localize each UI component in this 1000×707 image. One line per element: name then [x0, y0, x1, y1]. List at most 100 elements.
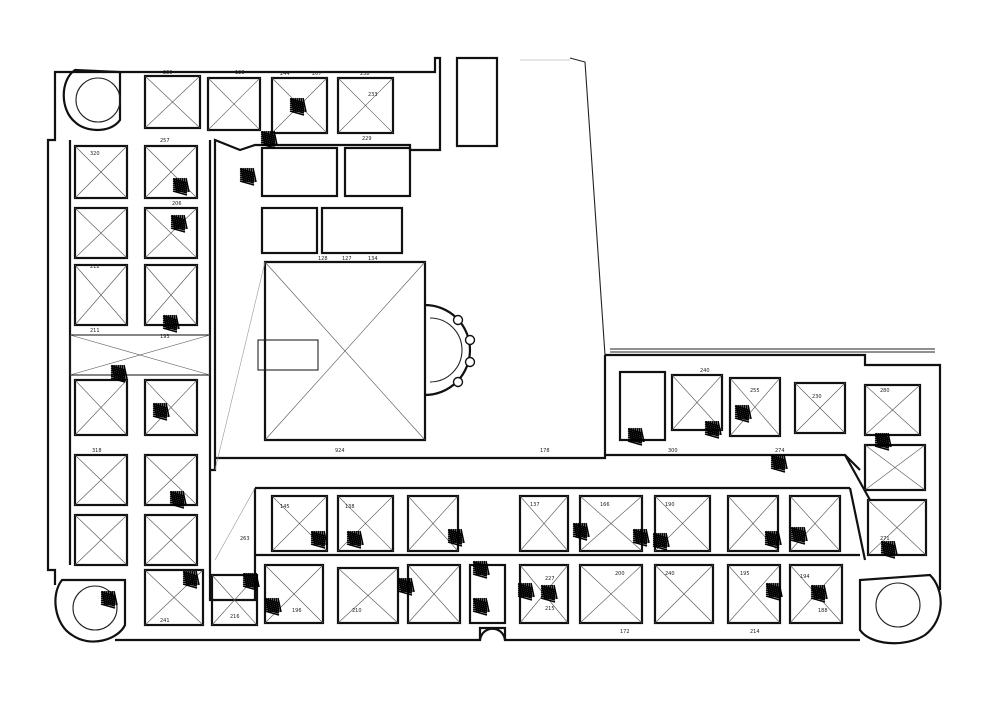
- hatch-mark: [110, 364, 128, 383]
- room-label: 200: [615, 571, 625, 577]
- room-south-upper-3: [406, 494, 460, 553]
- room-south-upper-1: [270, 494, 329, 553]
- room-label: 215: [545, 606, 555, 612]
- room-south-lower-7: [653, 563, 715, 625]
- room-east-3: [728, 376, 782, 438]
- room-north-3: [270, 76, 329, 135]
- annex-north: [455, 56, 499, 148]
- hatch-mark: [162, 314, 180, 333]
- column: [452, 376, 464, 388]
- hatch-mark: [517, 582, 535, 601]
- hatch-mark: [472, 597, 490, 616]
- hatch-mark: [447, 528, 465, 547]
- room-east-5: [863, 383, 922, 437]
- hatch-mark: [182, 570, 200, 589]
- room-label: 194: [800, 574, 810, 580]
- room-label: 193: [160, 334, 170, 340]
- hatch-mark: [472, 560, 490, 579]
- room-west-8: [143, 378, 199, 437]
- room-label: 280: [880, 388, 890, 394]
- room-east-1: [618, 370, 667, 442]
- room-west-2: [143, 144, 199, 200]
- room-label: 137: [530, 502, 540, 508]
- room-west-5: [73, 263, 129, 327]
- room-label: 263: [240, 536, 250, 542]
- room-label: 145: [280, 504, 290, 510]
- room-north-4: [336, 76, 395, 135]
- tower-south-west: [54, 578, 127, 643]
- east-corner-corridor: [844, 454, 871, 561]
- room-label: 178: [540, 448, 550, 454]
- south-entrance-arch: [478, 627, 507, 641]
- hatch-mark: [152, 402, 170, 421]
- room-label: 166: [600, 502, 610, 508]
- room-south-lower-9: [788, 563, 844, 625]
- room-east-2: [670, 373, 724, 432]
- room-south-upper-7: [726, 494, 780, 553]
- south-wing-rooms: [210, 494, 942, 645]
- hatch-mark: [765, 582, 783, 601]
- room-west-11: [73, 513, 129, 567]
- room-east-6: [863, 443, 927, 492]
- hatch-mark: [172, 177, 190, 196]
- west-wing-inner-wall: [208, 140, 257, 602]
- room-label: 229: [362, 136, 372, 142]
- hatch-mark: [880, 540, 898, 559]
- room-label: 274: [775, 448, 785, 454]
- hatch-mark: [100, 590, 118, 609]
- hatch-mark: [764, 530, 782, 549]
- room-label: 128: [318, 256, 328, 262]
- room-label: 207: [312, 71, 322, 77]
- corridor-west-cross: [69, 334, 211, 376]
- room-label: 320: [90, 151, 100, 157]
- hatch-mark: [734, 404, 752, 423]
- column: [464, 356, 476, 368]
- room-north-inner-2: [343, 146, 412, 198]
- room-label: 190: [665, 502, 675, 508]
- main-corridor-north-wall: [215, 355, 607, 460]
- room-label: 240: [665, 571, 675, 577]
- room-west-4: [143, 206, 199, 260]
- east-wing-rooms: [610, 348, 935, 561]
- room-north-2: [206, 76, 262, 132]
- hatch-mark: [810, 584, 828, 603]
- room-south-upper-4: [518, 494, 570, 553]
- tower-north-west: [62, 68, 122, 132]
- annex-north-east-wall: [569, 57, 606, 356]
- hatch-mark: [540, 584, 558, 603]
- hatch-mark: [260, 130, 278, 149]
- room-west-13: [143, 568, 205, 627]
- room-west-9: [73, 453, 129, 507]
- room-west-12: [143, 513, 199, 567]
- room-label: 238: [360, 71, 370, 77]
- hatched-fixtures: [100, 97, 898, 616]
- room-label: 300: [668, 448, 678, 454]
- room-label: 244: [280, 71, 290, 77]
- hatch-mark: [790, 526, 808, 545]
- room-label: 128: [235, 70, 245, 76]
- hatch-mark: [632, 528, 650, 547]
- room-label: 230: [812, 394, 822, 400]
- room-label: 214: [750, 629, 760, 635]
- hatch-mark: [346, 530, 364, 549]
- hatch-mark: [627, 427, 645, 446]
- room-label: 196: [292, 608, 302, 614]
- room-south-upper-6: [653, 494, 712, 553]
- room-south-upper-8: [788, 494, 842, 553]
- room-label: 134: [368, 256, 378, 262]
- hatch-mark: [397, 577, 415, 596]
- room-label: 188: [818, 608, 828, 614]
- room-south-lower-10: [210, 573, 259, 627]
- room-label: 255: [750, 388, 760, 394]
- room-label: 138: [345, 504, 355, 510]
- room-label: 212: [90, 264, 100, 270]
- room-south-lower-6: [578, 563, 644, 625]
- west-wing-rooms: [54, 144, 211, 643]
- hatch-mark: [874, 432, 892, 451]
- room-south-lower-2: [336, 566, 400, 625]
- room-north-inner-1: [260, 146, 339, 198]
- room-label: 271: [880, 536, 890, 542]
- hatch-mark: [310, 530, 328, 549]
- hatch-mark: [572, 522, 590, 541]
